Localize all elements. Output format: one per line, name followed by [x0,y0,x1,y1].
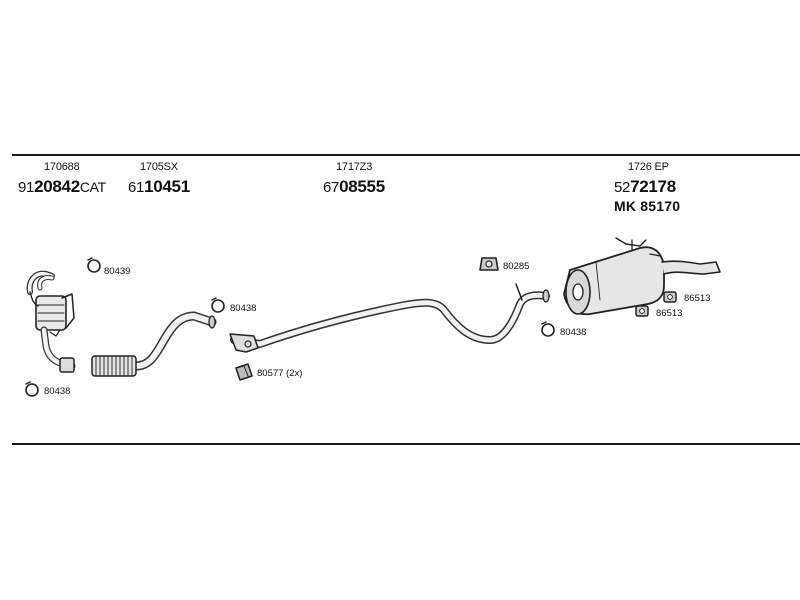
front-pipe [91,311,217,377]
clamp-icon [211,297,225,313]
part-header-rear-silencer: 1726 EP 5272178 MK 85170 [614,161,681,214]
part-number: 6708555 [323,177,385,196]
bracket-icon [235,363,253,381]
bracket-label: 80577 (2x) [257,368,303,379]
clamp-icon [25,381,39,397]
rubber-mount-icon [635,305,649,317]
bottom-divider [12,443,800,445]
mount-label: 86513 [656,308,683,319]
clamp-icon [87,257,101,273]
part-number: 5272178 [614,177,676,196]
middle-pipe [229,283,550,353]
mounting-kit-number: MK 85170 [614,198,681,214]
clamp-label: 80438 [230,303,257,314]
rubber-mount-label: 80285 [503,261,530,272]
top-divider [12,154,800,156]
part-ref: 1726 EP [628,161,669,173]
part-header-middle-pipe: 1717Z3 6708555 [323,161,385,196]
clamp-icon [541,321,555,337]
part-ref: 170688 [44,161,80,173]
rubber-mount-icon [479,257,499,271]
part-ref: 1705SX [140,161,178,173]
part-header-front-pipe: 1705SX 6110451 [128,161,190,196]
clamp-label: 80439 [104,266,131,277]
clamp-label: 80438 [560,327,587,338]
part-ref: 1717Z3 [336,161,373,173]
mount-label: 86513 [684,293,711,304]
part-number: 6110451 [128,177,190,196]
rear-silencer [563,237,721,316]
rubber-mount-icon [663,291,677,303]
part-header-catalytic-converter: 170688 9120842CAT [18,161,106,196]
catalytic-converter [26,270,76,373]
part-number: 9120842CAT [18,177,106,196]
clamp-label: 80438 [44,386,71,397]
